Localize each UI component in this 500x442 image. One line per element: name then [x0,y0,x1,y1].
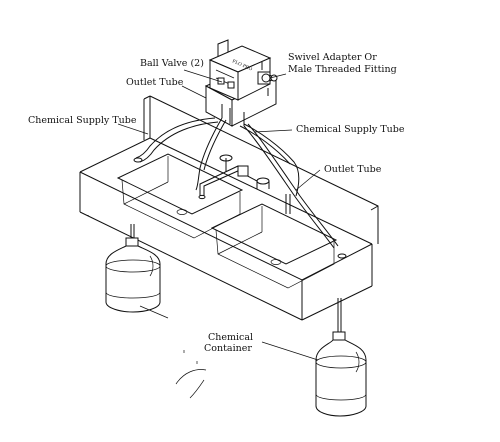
chemical-supply-tube-right [243,123,300,197]
stray-marks [175,350,207,399]
outlet-tube-right [247,123,339,247]
leader-lines [117,69,321,361]
outlet-tube-left [195,117,223,191]
left-basin [116,153,244,239]
faucet [198,154,270,200]
label-chemical-supply-tube-left: Chemical Supply Tube [28,115,137,126]
tubes [133,117,347,259]
right-basin [210,203,338,289]
sink-front [79,172,373,321]
label-chemical-container-line2: Container [204,343,252,354]
backsplash [143,95,379,244]
label-swivel-adapter-line2: Male Threaded Fitting [288,64,397,75]
label-chemical-container-line1: Chemical [208,332,253,343]
label-ball-valve: Ball Valve (2) [140,58,204,69]
label-swivel-adapter-line1: Swivel Adapter Or [288,52,377,63]
dispenser-unit: FLO PRO [204,39,278,127]
chemical-supply-tube-left [135,117,216,159]
chemical-container-right [315,298,367,417]
chemical-container-left [105,224,161,313]
label-chemical-supply-tube-right: Chemical Supply Tube [296,124,405,135]
label-outlet-tube-right: Outlet Tube [324,164,382,175]
label-outlet-tube-top: Outlet Tube [126,77,184,88]
